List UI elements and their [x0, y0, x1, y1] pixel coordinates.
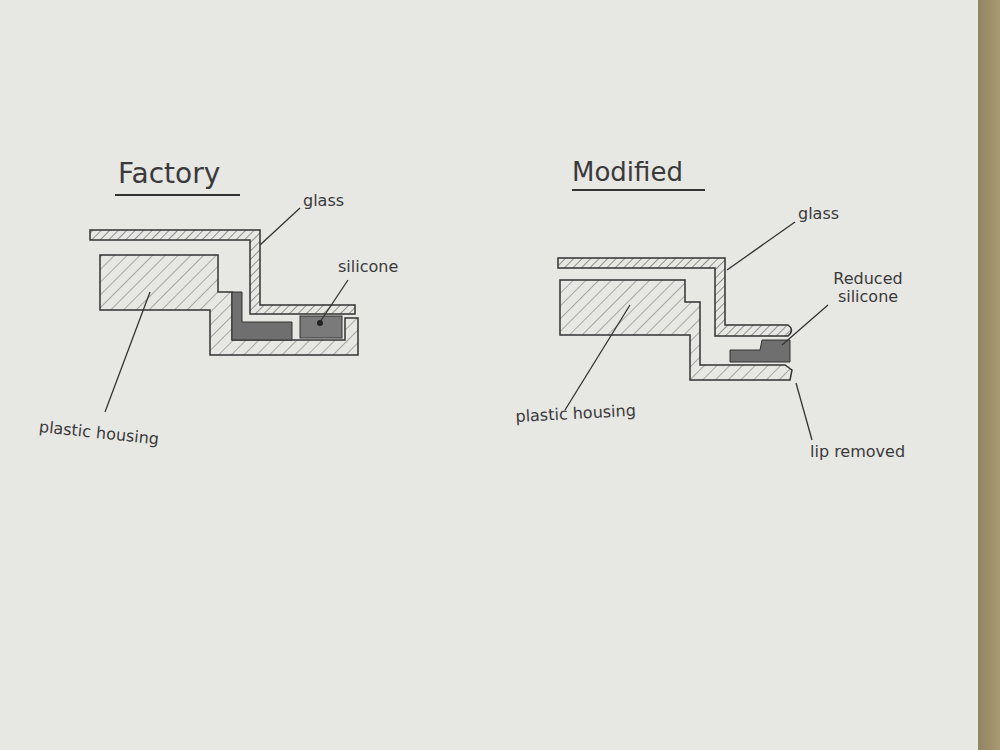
part-label: Reduced silicone	[818, 270, 918, 307]
glass	[558, 258, 792, 336]
underline	[572, 189, 705, 191]
leader-line	[320, 280, 348, 322]
part-label: lip removed	[810, 443, 905, 461]
section-heading: Modified	[572, 158, 683, 188]
part-label: silicone	[338, 258, 398, 276]
glass	[90, 230, 355, 314]
leader-line	[260, 208, 300, 245]
underline	[115, 194, 240, 196]
silicone	[232, 292, 292, 340]
section-heading: Factory	[118, 158, 220, 190]
leader-line	[565, 305, 630, 410]
paper	[0, 0, 978, 750]
leader-line	[796, 383, 812, 440]
leader-dot	[317, 320, 323, 326]
leader-line	[727, 222, 795, 270]
carpet	[978, 0, 1000, 750]
leader-line	[105, 292, 150, 412]
silicone	[730, 340, 790, 362]
leader-line	[782, 305, 828, 345]
silicone	[300, 316, 342, 338]
part-label: glass	[798, 205, 839, 223]
part-label: glass	[303, 192, 344, 210]
